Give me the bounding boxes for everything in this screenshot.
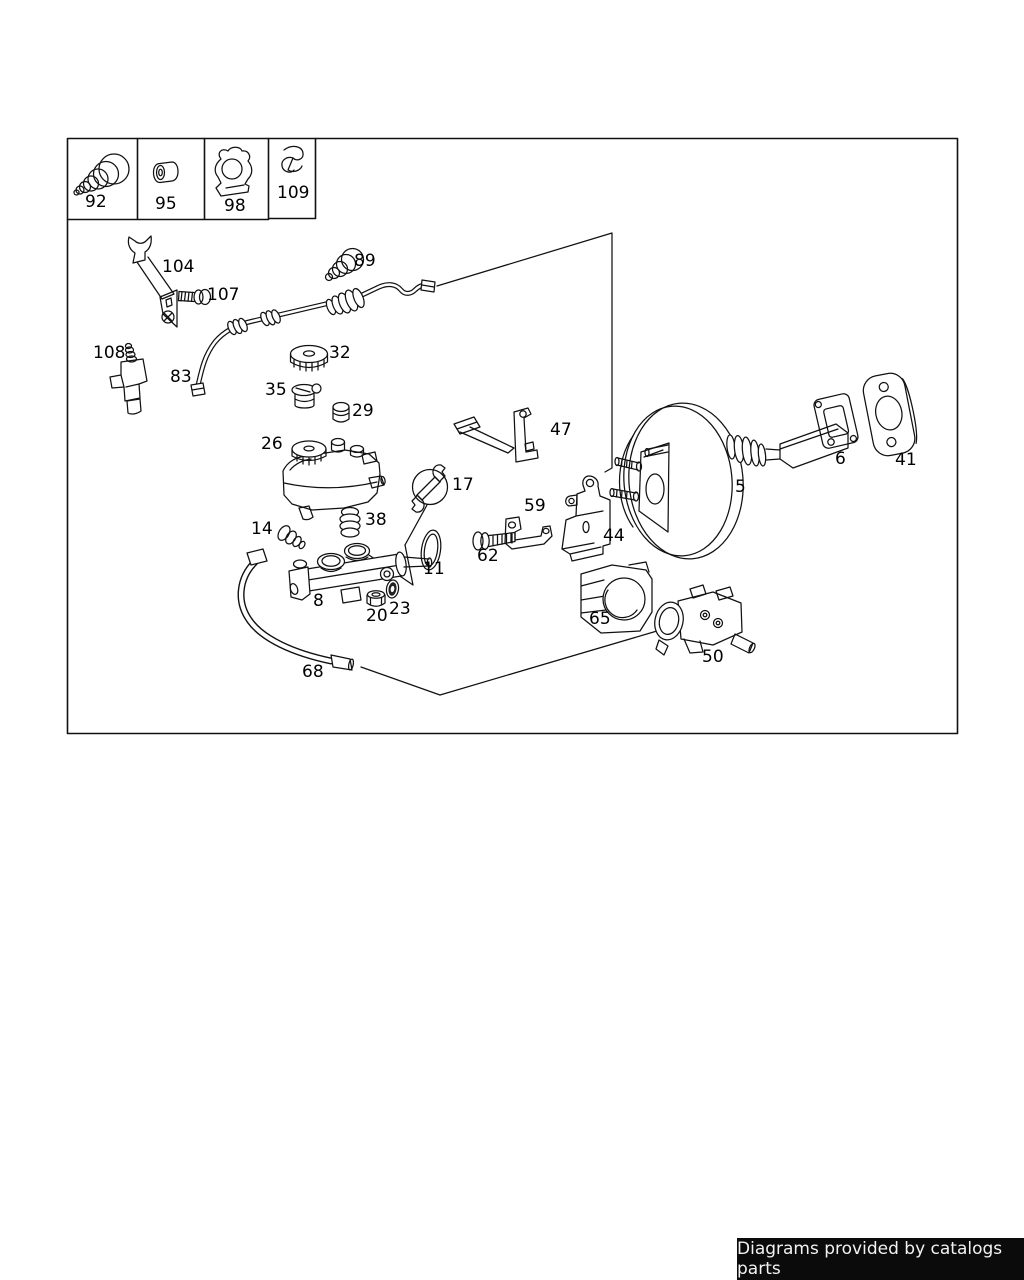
part-14-plug-drawing (277, 525, 306, 550)
part-6-gasket-drawing (813, 393, 859, 449)
part-95-bushing-drawing (152, 161, 179, 184)
part-47-bracket-drawing (453, 407, 539, 463)
part-label-29: 29 (352, 401, 374, 421)
part-83-pipe-drawing (190, 279, 436, 397)
part-label-50: 50 (702, 647, 724, 667)
part-62-bolt-drawing (472, 531, 516, 551)
footer-bar: Diagrams provided by catalogs parts (737, 1238, 1024, 1280)
part-label-104: 104 (162, 257, 195, 277)
part-label-47: 47 (550, 420, 572, 440)
part-65-clamp-drawing (580, 561, 653, 634)
part-50-valve-drawing (654, 584, 756, 656)
part-label-32: 32 (329, 343, 351, 363)
part-label-107: 107 (207, 285, 240, 305)
part-label-38: 38 (365, 510, 387, 530)
part-17-wrench-symbol (411, 464, 449, 513)
part-20-nut-drawing (366, 590, 386, 607)
part-label-59: 59 (524, 496, 546, 516)
part-label-89: 89 (354, 251, 376, 271)
part-label-14: 14 (251, 519, 273, 539)
part-label-65: 65 (589, 609, 611, 629)
part-59-bracket-drawing (504, 516, 553, 550)
part-26-reservoir-drawing (282, 437, 386, 521)
part-label-41: 41 (895, 450, 917, 470)
part-8-master-cylinder-drawing (288, 542, 433, 604)
part-109-clip-drawing (281, 145, 304, 173)
part-35-strainer-drawing (291, 383, 322, 409)
part-label-95: 95 (155, 194, 177, 214)
part-label-108: 108 (93, 343, 126, 363)
part-label-83: 83 (170, 367, 192, 387)
part-label-23: 23 (389, 599, 411, 619)
part-108-valve-drawing (109, 342, 148, 415)
diagram-frame (66, 137, 959, 735)
part-89-grommet-drawing (324, 247, 365, 282)
part-label-11: 11 (423, 559, 445, 579)
part-label-98: 98 (224, 196, 246, 216)
part-29-plug-drawing (332, 401, 350, 423)
part-44-bracket-drawing (561, 475, 611, 562)
part-label-109: 109 (277, 183, 310, 203)
part-label-62: 62 (477, 546, 499, 566)
part-label-68: 68 (302, 662, 324, 682)
part-label-8: 8 (313, 591, 324, 611)
part-68-hose-drawing (237, 548, 355, 671)
part-92-boot-drawing (73, 153, 130, 196)
part-label-92: 92 (85, 192, 107, 212)
footer-text: Diagrams provided by catalogs parts (737, 1239, 1003, 1279)
part-32-cap-drawing (289, 344, 329, 372)
part-38-bellows-drawing (339, 506, 361, 538)
part-label-6: 6 (835, 449, 846, 469)
part-label-17: 17 (452, 475, 474, 495)
part-5-booster-drawing (609, 402, 849, 560)
part-104-bracket-drawing (127, 235, 178, 328)
part-label-26: 26 (261, 434, 283, 454)
part-label-5: 5 (735, 477, 746, 497)
part-label-35: 35 (265, 380, 287, 400)
part-41-flange-drawing (862, 372, 918, 457)
part-107-bolt-drawing (177, 288, 212, 306)
part-label-20: 20 (366, 606, 388, 626)
part-23-washer-drawing (385, 579, 400, 599)
part-98-clamp-drawing (214, 146, 253, 197)
part-label-44: 44 (603, 526, 625, 546)
